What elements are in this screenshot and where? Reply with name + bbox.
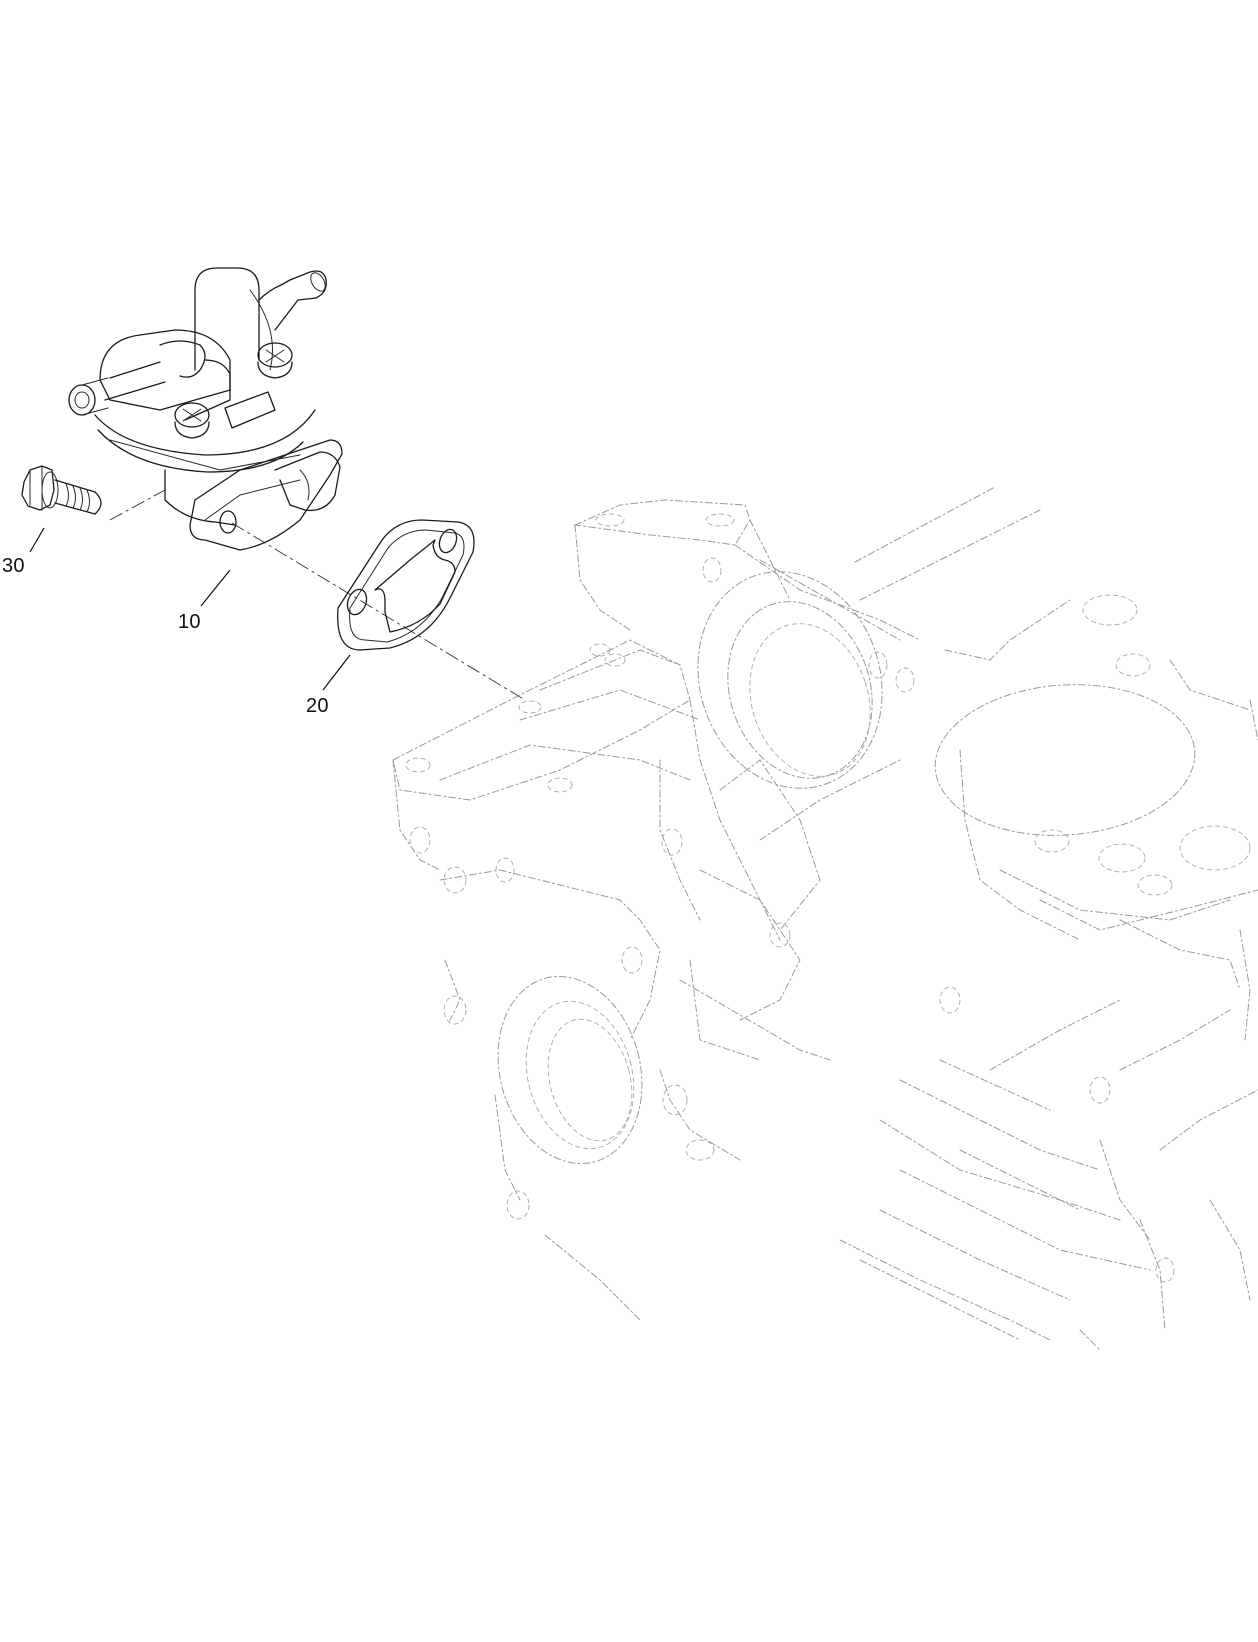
fuel-pump-part-10 — [68, 267, 343, 551]
callout-label-30: 30 — [2, 555, 25, 577]
callout-leaders — [29, 527, 351, 691]
assembly-centerlines — [109, 489, 526, 701]
callout-label-10: 10 — [178, 611, 201, 633]
bolt-part-30 — [21, 465, 102, 515]
engine-block-phantom — [392, 486, 1258, 1351]
gasket-part-20 — [337, 519, 475, 651]
callout-label-20: 20 — [306, 695, 329, 717]
